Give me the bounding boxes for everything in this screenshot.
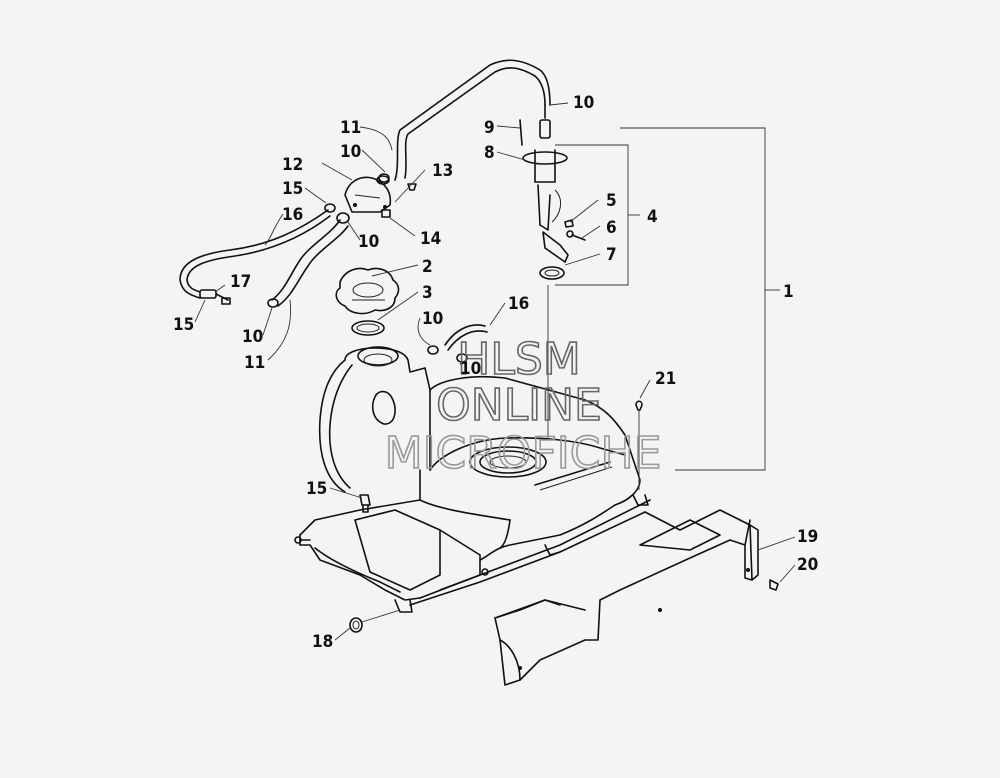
callout-12: 12 xyxy=(282,155,303,175)
watermark: HLSM ONLINE MICROFICHE xyxy=(384,333,662,480)
callout-10-hose: 10 xyxy=(358,232,379,252)
callout-10-left: 10 xyxy=(242,327,263,347)
watermark-line-3: MICROFICHE xyxy=(385,428,662,479)
callout-10-tank: 10 xyxy=(422,309,443,329)
callout-20: 20 xyxy=(797,555,818,575)
callout-18: 18 xyxy=(312,632,333,652)
leader-lines xyxy=(194,102,796,641)
callout-10-top: 10 xyxy=(573,93,594,113)
callout-10-tank-2: 10 xyxy=(460,359,481,379)
callout-13: 13 xyxy=(432,161,453,181)
callout-5: 5 xyxy=(606,191,617,211)
fuel-cap xyxy=(335,267,400,315)
callout-19: 19 xyxy=(797,527,818,547)
callout-9: 9 xyxy=(484,118,495,138)
fuel-tank xyxy=(294,346,651,613)
callout-7: 7 xyxy=(606,245,617,265)
skid-plate xyxy=(494,509,759,686)
callout-11-top: 11 xyxy=(340,118,361,138)
callout-16-left: 16 xyxy=(282,205,303,225)
callout-15-valve: 15 xyxy=(282,179,303,199)
fasteners xyxy=(349,400,779,633)
watermark-line-1: HLSM xyxy=(457,334,581,385)
cap-gasket xyxy=(351,320,385,336)
callout-21: 21 xyxy=(655,369,676,389)
callout-labels: 1 2 3 4 5 6 7 8 9 10 10 10 10 10 10 11 1… xyxy=(173,93,818,652)
callout-3: 3 xyxy=(422,283,433,303)
callout-11-bottom: 11 xyxy=(244,353,265,373)
callout-8: 8 xyxy=(484,143,495,163)
callout-2: 2 xyxy=(422,257,433,277)
callout-15-left: 15 xyxy=(173,315,194,335)
callout-16-right: 16 xyxy=(508,294,529,314)
callout-1: 1 xyxy=(783,282,794,302)
callout-14: 14 xyxy=(420,229,441,249)
callout-17: 17 xyxy=(230,272,251,292)
callout-15-tank: 15 xyxy=(306,479,327,499)
callout-6: 6 xyxy=(606,218,617,238)
callout-10-valve: 10 xyxy=(340,142,361,162)
watermark-line-2: ONLINE xyxy=(436,380,602,431)
callout-4: 4 xyxy=(647,207,658,227)
fuel-pump xyxy=(519,104,586,280)
vent-hoses xyxy=(179,59,551,363)
